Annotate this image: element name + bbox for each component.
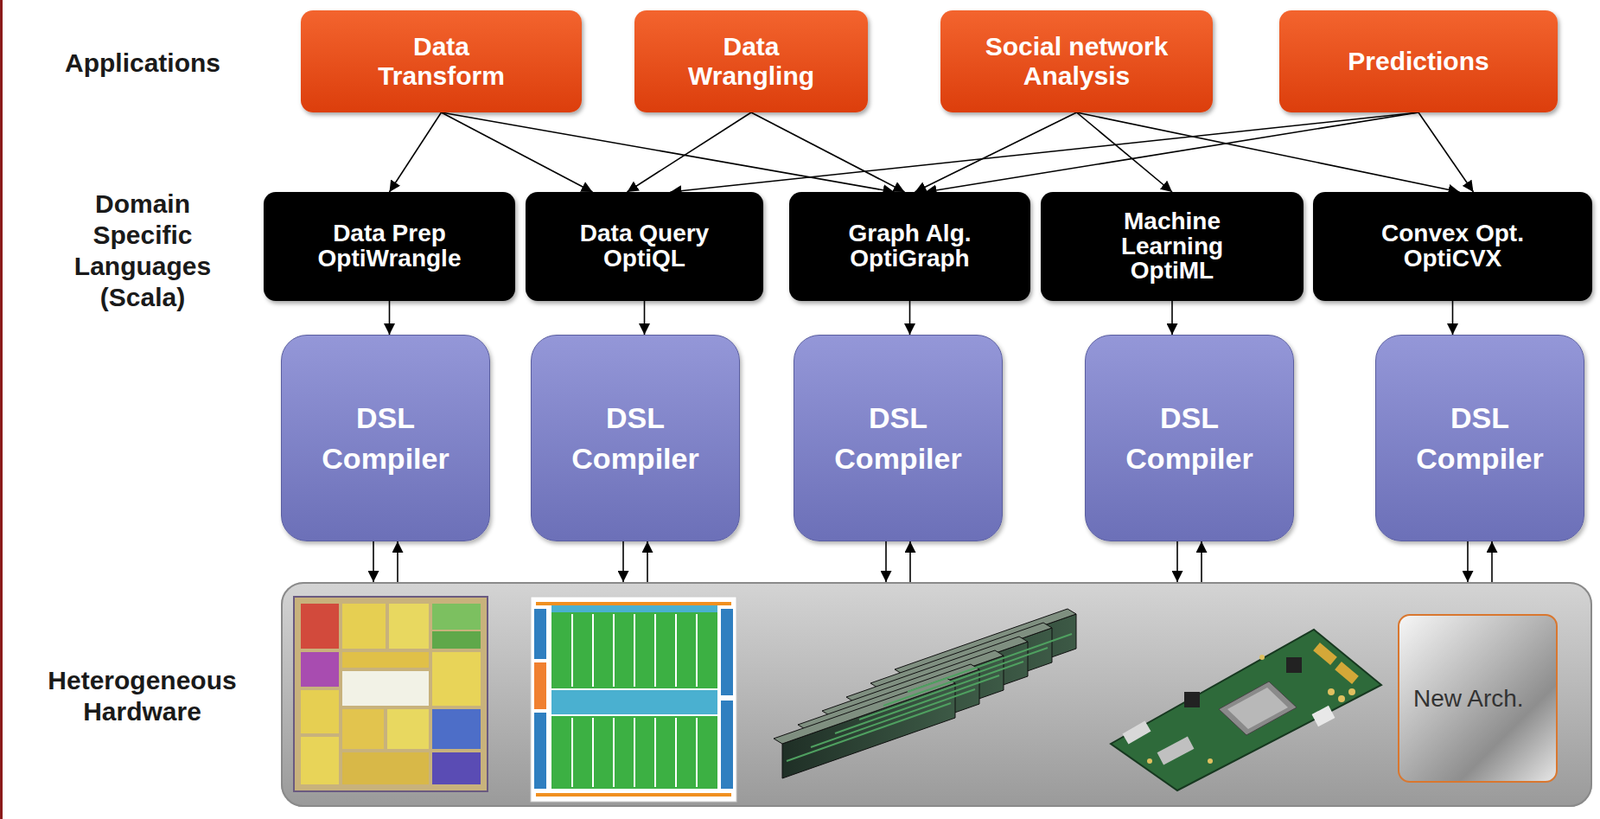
node-text: Convex Opt. <box>1381 221 1524 247</box>
connector-arrow <box>1171 300 1173 335</box>
node-text: DSL Compiler <box>553 397 718 479</box>
connector-arrow <box>396 541 399 582</box>
application-box: Data Wrangling <box>634 10 868 113</box>
application-box: Data Transform <box>300 10 582 113</box>
dsl-box: Graph Alg.OptiGraph <box>789 191 1031 301</box>
connector-arrow <box>1176 541 1179 582</box>
connector-arrow <box>909 300 912 335</box>
connector-layer <box>373 112 1492 582</box>
row-label: Heterogeneous Hardware <box>6 664 279 727</box>
gpu-block-diagram <box>530 596 737 802</box>
connector-arrow <box>1077 112 1173 192</box>
connector-arrow <box>646 541 649 582</box>
node-text: OptiWrangle <box>318 246 462 272</box>
connector-arrow <box>885 541 887 582</box>
node-text: DSL Compiler <box>1107 397 1272 479</box>
connector-arrow <box>1452 300 1454 335</box>
node-text: OptiGraph <box>849 246 969 272</box>
node-text: Data Query <box>580 221 709 247</box>
connector-arrow <box>1466 541 1469 582</box>
node-text: Data Prep <box>332 221 447 247</box>
cluster-racks <box>773 608 1077 778</box>
connector-arrow <box>441 112 895 192</box>
compiler-box: DSL Compiler <box>1375 334 1585 542</box>
fpga-board <box>1110 629 1382 791</box>
connector-arrow <box>751 112 906 192</box>
connector-arrow <box>1077 112 1460 192</box>
connector-arrow <box>643 300 646 335</box>
connector-arrow <box>389 112 442 192</box>
node-text: New Arch. <box>1413 682 1524 714</box>
row-label: Applications <box>25 47 260 79</box>
row-label: Domain Specific Languages (Scala) <box>58 188 227 313</box>
compiler-box: DSL Compiler <box>530 334 740 542</box>
node-text: OptiQL <box>603 246 686 272</box>
compiler-box: DSL Compiler <box>1084 334 1295 542</box>
connector-arrow <box>388 300 391 335</box>
node-text: Social network Analysis <box>960 31 1194 92</box>
connector-arrow <box>925 112 1420 192</box>
node-text: Data Wrangling <box>660 31 842 92</box>
dsl-box: Convex Opt.OptiCVX <box>1313 191 1593 301</box>
connector-arrow <box>670 112 1420 192</box>
dsl-box: Data PrepOptiWrangle <box>263 191 516 301</box>
node-text: Graph Alg. <box>847 221 971 247</box>
connector-arrow <box>909 541 912 582</box>
compiler-box: DSL Compiler <box>793 334 1003 542</box>
connector-arrow <box>441 112 593 192</box>
node-text: DSL Compiler <box>815 397 981 479</box>
connector-arrow <box>622 541 625 582</box>
compiler-box: DSL Compiler <box>280 334 491 542</box>
node-text: DSL Compiler <box>1397 397 1562 479</box>
connector-arrow <box>1200 541 1203 582</box>
application-box: Predictions <box>1279 10 1558 113</box>
dsl-box: Machine LearningOptiML <box>1040 191 1304 301</box>
connector-arrow <box>1418 112 1474 192</box>
page-border <box>0 0 3 819</box>
connector-arrow <box>1491 541 1493 582</box>
hardware-band-fill <box>280 581 1593 807</box>
connector-arrow <box>627 112 753 192</box>
new-architecture-box: New Arch. <box>1397 613 1558 783</box>
node-text: OptiML <box>1130 258 1214 284</box>
node-text: Data Transform <box>350 31 533 92</box>
node-text: OptiCVX <box>1403 246 1503 272</box>
node-text: DSL Compiler <box>303 397 468 479</box>
application-box: Social network Analysis <box>940 10 1213 113</box>
dsl-box: Data QueryOptiQL <box>525 191 764 301</box>
hardware-band: Heterogeneous HardwareNew Arch. <box>280 581 1593 807</box>
cpu-die-photo <box>293 596 488 791</box>
node-text: Predictions <box>1347 46 1489 77</box>
node-text: Machine Learning <box>1085 209 1259 259</box>
connector-arrow <box>372 541 375 582</box>
